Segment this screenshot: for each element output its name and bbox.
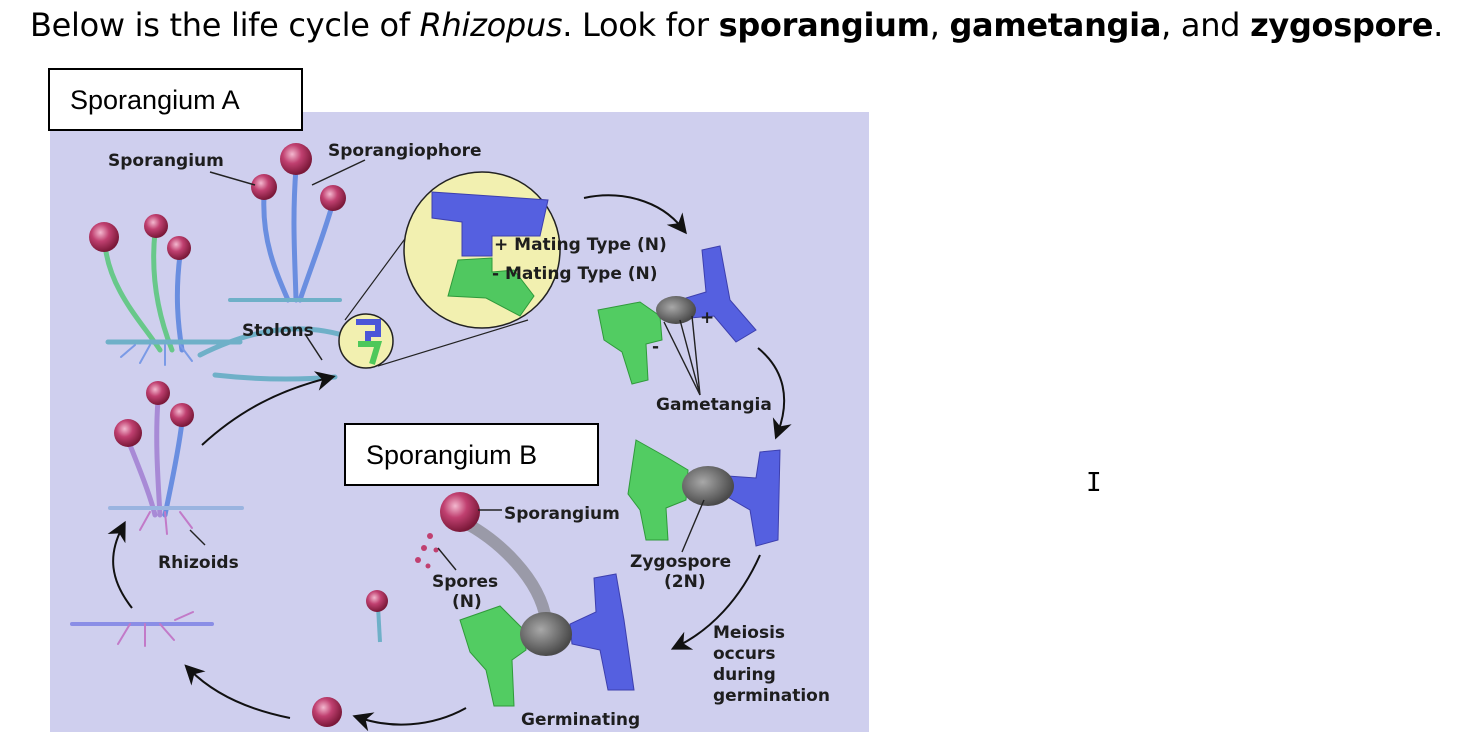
label-zygospore: Zygospore [630, 552, 731, 572]
label-meiosis-line2: occurs [713, 644, 775, 664]
sporangium-ball [280, 143, 312, 175]
germling-bottom-left [70, 611, 214, 647]
label-sporangium-lower: Sporangium [504, 504, 620, 524]
heading-sep: , and [1161, 6, 1251, 44]
colony-lower-left [108, 397, 244, 535]
sporangium-ball [114, 419, 142, 447]
label-germinating: Germinating [521, 710, 640, 730]
label-rhizoids: Rhizoids [158, 553, 239, 573]
label-plus-mating-type: + Mating Type (N) [494, 235, 667, 255]
label-sporangiophore: Sporangiophore [328, 141, 482, 161]
sporangium-ball [146, 381, 170, 405]
sporangium-ball [251, 174, 277, 200]
box-sporangium-b: Sporangium B [344, 423, 599, 486]
label-minus-sign: - [652, 337, 659, 357]
heading-term-zygospore: zygospore [1250, 6, 1434, 44]
sporangium-ball [89, 222, 119, 252]
heading-intro: Below is the life cycle of [30, 6, 420, 44]
sporangium-ball [320, 185, 346, 211]
label-gametangia: Gametangia [656, 395, 772, 415]
sporangium-ball [170, 403, 194, 427]
zygospore [682, 466, 734, 506]
gametangia-leaders [663, 315, 701, 396]
zygospore-stage [627, 439, 781, 547]
label-meiosis-line4: germination [713, 686, 830, 706]
heading-sep: , [929, 6, 950, 44]
label-spores-ploidy: (N) [452, 592, 482, 612]
sporangium-ball [366, 590, 388, 612]
gametangia-stage [597, 245, 757, 385]
label-zygospore-ploidy: (2N) [664, 572, 706, 592]
label-plus-sign: + [700, 308, 714, 328]
hypha-minus-magnified [447, 257, 535, 317]
leader-lines-top [209, 159, 366, 361]
sporangium-ball [144, 214, 168, 238]
label-minus-mating-type: - Mating Type (N) [492, 264, 658, 284]
hypha-plus-magnified [431, 191, 549, 257]
germinating-leaders [437, 509, 502, 571]
box-sporangium-a: Sporangium A [48, 68, 303, 131]
heading-organism: Rhizopus [419, 6, 563, 44]
label-stolons: Stolons [242, 321, 314, 341]
label-meiosis-line1: Meiosis [713, 623, 785, 643]
text-cursor-icon: I [1086, 468, 1102, 498]
heading-end: . [1433, 6, 1444, 44]
label-meiosis-line3: during [713, 665, 776, 685]
sporangium-ball [440, 492, 480, 532]
sporangium-ball [312, 697, 342, 727]
label-sporangium-top: Sporangium [108, 151, 224, 171]
sporangium-ball [167, 236, 191, 260]
label-spores: Spores [432, 572, 498, 592]
heading-mid: . Look for [562, 6, 719, 44]
germinating-stage [415, 492, 635, 707]
page-heading: Below is the life cycle of Rhizopus. Loo… [30, 6, 1443, 44]
heading-term-gametangia: gametangia [949, 6, 1162, 44]
heading-term-sporangium: sporangium [718, 6, 930, 44]
cycle-arrows [107, 194, 792, 732]
colony-left [102, 229, 243, 366]
